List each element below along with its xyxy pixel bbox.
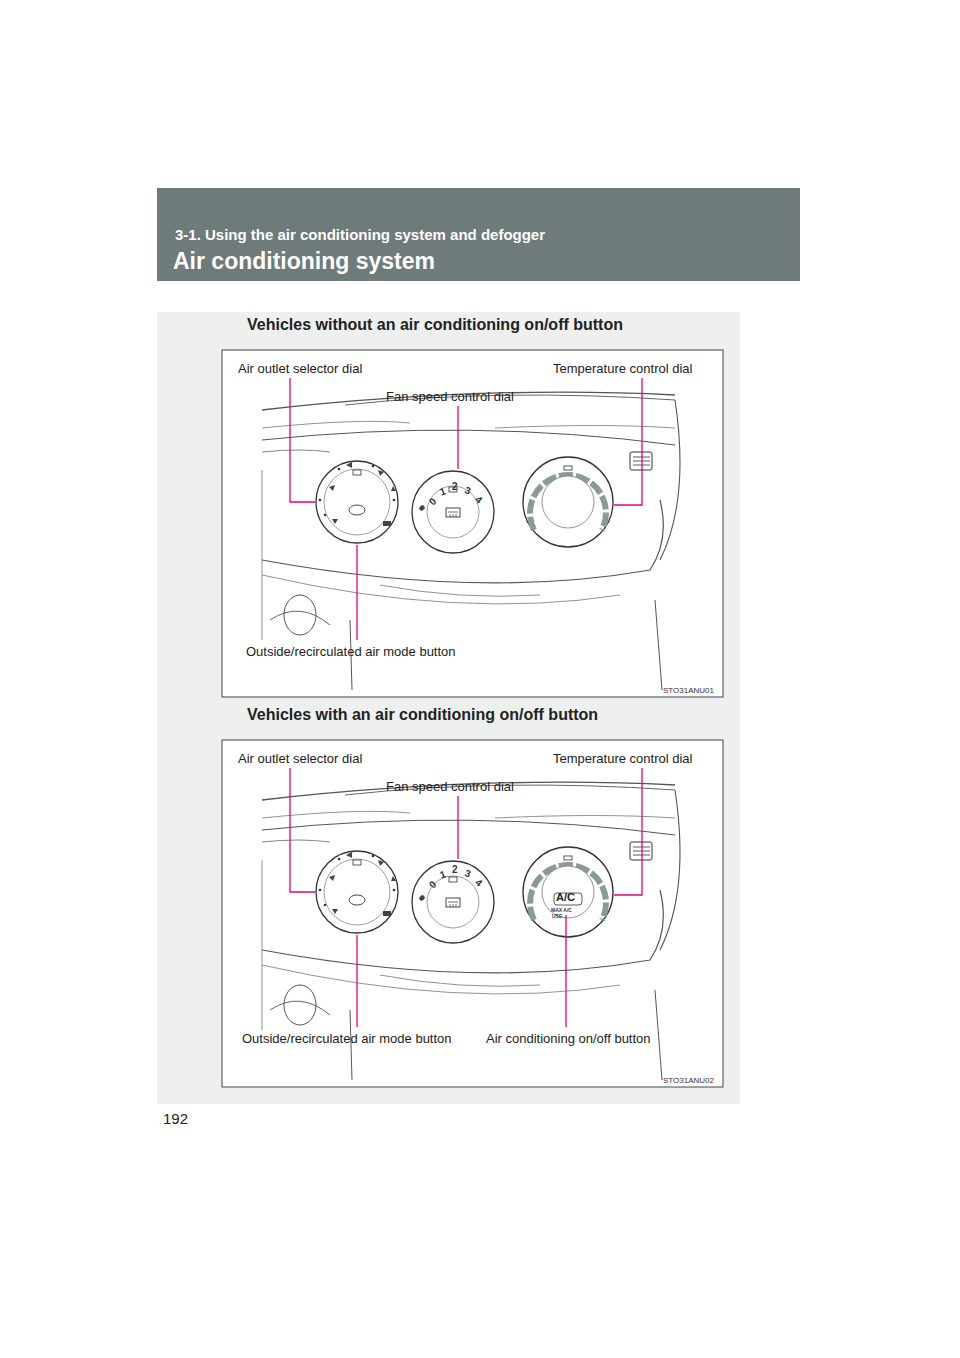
button-text: MAX A/C bbox=[551, 908, 572, 914]
button-text: A/C bbox=[556, 891, 575, 904]
page-number: 192 bbox=[163, 1110, 188, 1127]
part-label: Air conditioning on/off button bbox=[486, 1032, 651, 1047]
part-label: Air outlet selector dial bbox=[238, 752, 362, 767]
variant-heading: Vehicles without an air conditioning on/… bbox=[247, 316, 623, 334]
figure-code: STO31ANU01 bbox=[663, 686, 714, 695]
dial-number: 2 bbox=[452, 864, 458, 876]
dial-number: 2 bbox=[452, 481, 458, 493]
part-label: Temperature control dial bbox=[553, 362, 692, 377]
figure-code: STO31ANU02 bbox=[663, 1076, 714, 1085]
page-title: Air conditioning system bbox=[173, 248, 435, 274]
leader-lines bbox=[290, 378, 642, 1027]
header-band bbox=[157, 188, 800, 281]
part-label: Temperature control dial bbox=[553, 752, 692, 767]
part-label: Air outlet selector dial bbox=[238, 362, 362, 377]
button-text: USE bbox=[552, 914, 562, 920]
part-label: Fan speed control dial bbox=[386, 390, 514, 405]
figure-frame bbox=[222, 740, 723, 1087]
part-label: Outside/recirculated air mode button bbox=[246, 645, 456, 660]
part-label: Outside/recirculated air mode button bbox=[242, 1032, 452, 1047]
part-label: Fan speed control dial bbox=[386, 780, 514, 795]
section-heading: 3-1. Using the air conditioning system a… bbox=[175, 226, 545, 243]
figure-frame bbox=[222, 350, 723, 697]
content-panel bbox=[157, 312, 740, 1104]
variant-heading: Vehicles with an air conditioning on/off… bbox=[247, 706, 598, 724]
